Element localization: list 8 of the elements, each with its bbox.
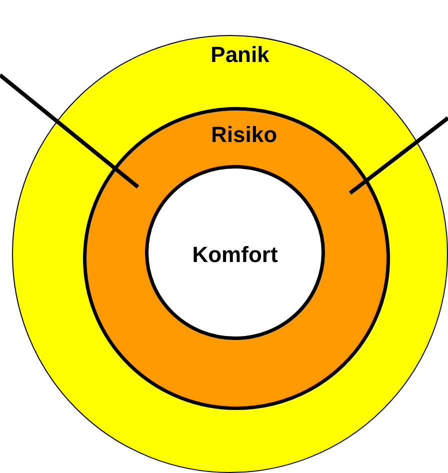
zone-label: Komfort: [192, 242, 278, 268]
zone-label: Panik: [210, 42, 270, 68]
zone-ellipse: [145, 165, 325, 340]
zone-label: Risiko: [210, 122, 278, 148]
zone-ellipse: [83, 107, 390, 410]
leader-line: [0, 73, 140, 189]
leader-line: [348, 116, 448, 195]
zone-ellipse: [12, 35, 448, 473]
